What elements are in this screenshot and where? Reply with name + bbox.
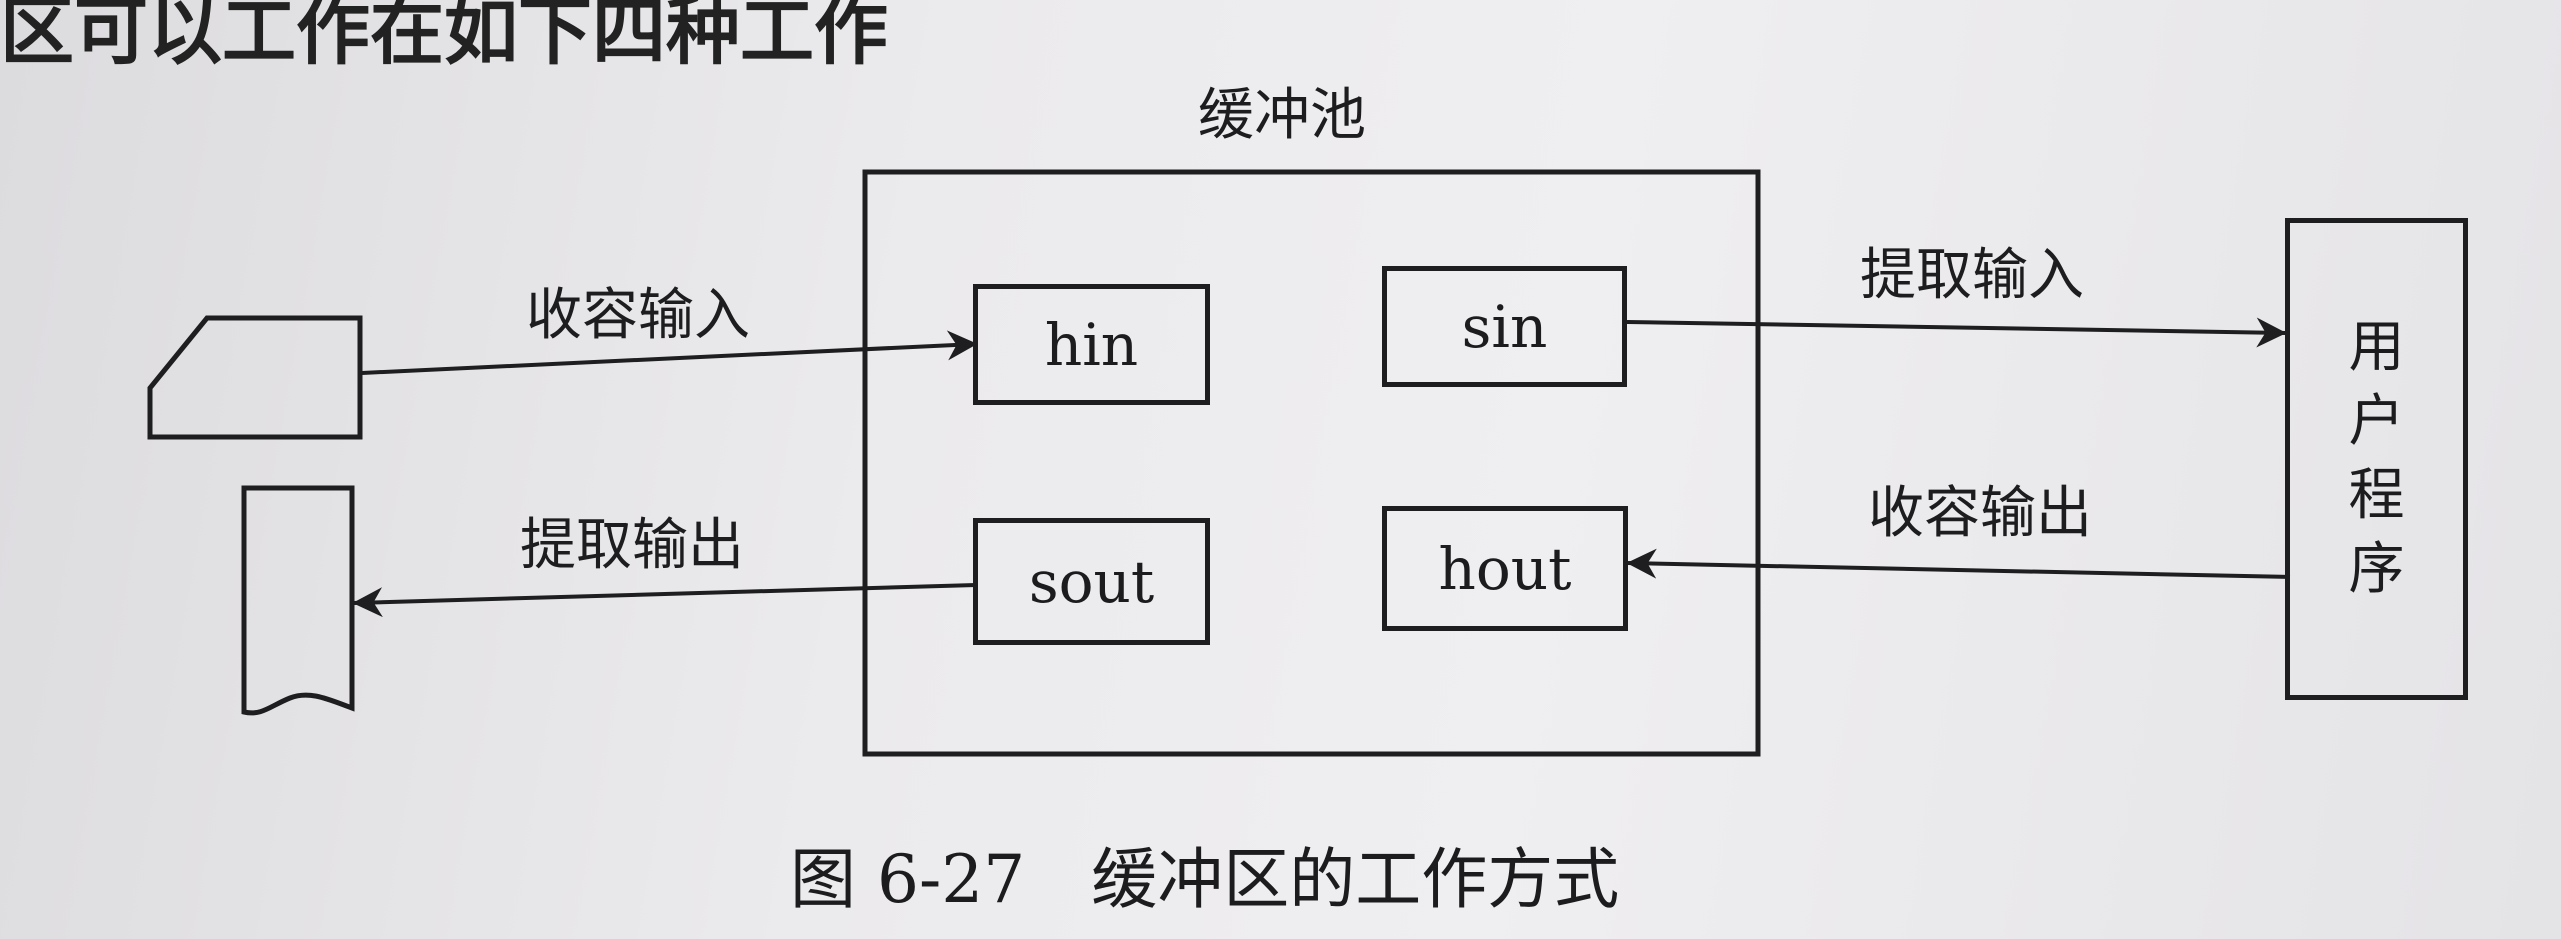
extract-input-arrow — [1626, 317, 2287, 348]
hout-buffer: hout — [1382, 506, 1628, 631]
extract-output-arrow — [352, 583, 977, 618]
user-program-char: 程 — [2348, 463, 2405, 528]
buffer-pool-label: 缓冲池 — [1198, 83, 1366, 148]
sout-buffer: sout — [973, 518, 1210, 645]
extract-output-label: 提取输出 — [520, 513, 744, 578]
collect-output-arrow — [1626, 548, 2291, 579]
input-device-shape — [147, 315, 363, 440]
collect-input-label: 收容输入 — [526, 283, 750, 348]
extract-input-label: 提取输入 — [1860, 243, 2084, 308]
top-cut-text: 区可以工作在如下四种工作 — [0, 0, 888, 75]
user-program-char: 户 — [2348, 389, 2405, 454]
hin-buffer: hin — [973, 284, 1210, 405]
output-device-shape — [241, 485, 355, 716]
user-program-box: 用 户 程 序 — [2285, 218, 2468, 700]
buffer-pool-frame — [862, 169, 1761, 757]
sin-buffer: sin — [1382, 266, 1627, 387]
figure-caption: 图 6-27 缓冲区的工作方式 — [790, 841, 1620, 918]
collect-input-arrow — [361, 330, 978, 375]
user-program-char: 序 — [2348, 537, 2405, 602]
user-program-char: 用 — [2348, 315, 2405, 380]
collect-output-label: 收容输出 — [1868, 481, 2092, 546]
